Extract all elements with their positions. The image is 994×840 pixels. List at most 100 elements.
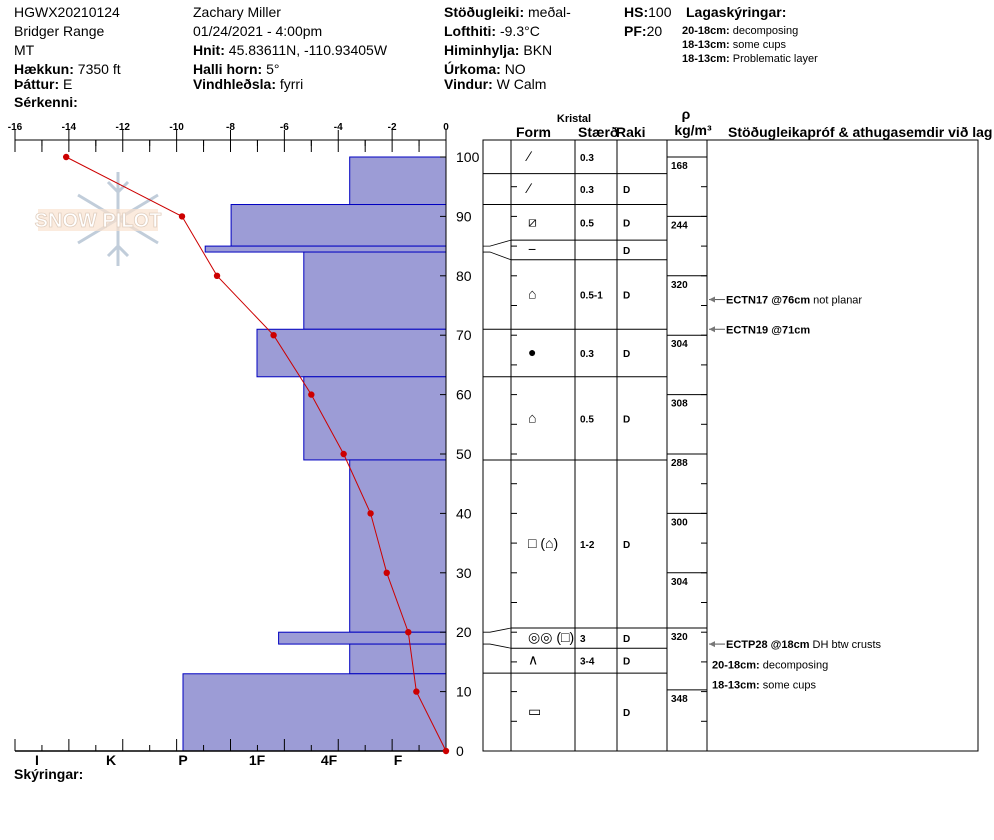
crystal-form: − bbox=[528, 241, 536, 257]
stability-comment: ECTN17 @76cm not planar bbox=[726, 295, 862, 307]
density-value: 288 bbox=[671, 458, 688, 469]
pf-value: 20 bbox=[647, 23, 663, 39]
hardness-bar bbox=[230, 204, 447, 247]
snowflake-icon bbox=[77, 172, 159, 266]
wind: Vindur: W Calm bbox=[444, 76, 546, 92]
moisture: D bbox=[623, 246, 630, 257]
comment-text: some cups bbox=[760, 679, 817, 691]
precip: Úrkoma: NO bbox=[444, 60, 526, 77]
hardness-bar bbox=[278, 631, 447, 645]
depth-tick-label: 70 bbox=[456, 327, 472, 343]
features-label: Sérkenni: bbox=[14, 94, 78, 110]
density-value: 308 bbox=[671, 399, 688, 410]
comment-test: ECTN19 @71cm bbox=[726, 324, 810, 336]
header-moisture: Raki bbox=[616, 124, 646, 140]
layer-note: 18-13cm: Problematic layer bbox=[682, 53, 818, 65]
aspect: Þáttur: E bbox=[14, 76, 72, 92]
hardness-tick-label: 1F bbox=[249, 752, 266, 768]
hardness-bar bbox=[182, 673, 447, 752]
sky-value: BKN bbox=[523, 42, 552, 58]
temperature-point bbox=[405, 629, 412, 636]
temperature-point bbox=[213, 272, 221, 279]
legend-label: Skýringar: bbox=[14, 766, 83, 782]
wind-loading-label: Vindhleðsla: bbox=[193, 76, 276, 92]
hardness-bar bbox=[349, 156, 447, 206]
crystal-form: ∕ bbox=[525, 148, 533, 164]
temperature-point bbox=[178, 213, 186, 220]
comment-test: 18-13cm: bbox=[712, 679, 760, 691]
depth-tick-label: 40 bbox=[456, 505, 472, 521]
temp-tick-label: -6 bbox=[280, 122, 289, 133]
temperature-point bbox=[383, 569, 390, 576]
hardness-bar bbox=[256, 328, 447, 378]
layer-note-text: some cups bbox=[730, 39, 787, 51]
profile-id: HGWX20210124 bbox=[14, 4, 120, 20]
hardness-bar bbox=[349, 643, 447, 675]
crystal-form: ⧄ bbox=[528, 213, 537, 229]
depth-tick-label: 100 bbox=[456, 149, 480, 165]
elevation-value: 7350 ft bbox=[78, 61, 121, 77]
temp-tick-label: -12 bbox=[116, 122, 131, 133]
depth-tick-label: 30 bbox=[456, 565, 472, 581]
layer-note-range: 18-13cm: bbox=[682, 39, 730, 51]
slope-label: Halli horn: bbox=[193, 61, 262, 77]
layer-connector bbox=[483, 643, 512, 649]
crystal-size: 0.3 bbox=[580, 349, 594, 360]
layer-connector bbox=[483, 627, 512, 633]
temperature-point bbox=[270, 332, 277, 339]
density-value: 168 bbox=[671, 161, 688, 172]
crystal-form: □ (⌂) bbox=[528, 535, 558, 551]
moisture: D bbox=[623, 218, 630, 229]
hardness-tick-label: F bbox=[394, 752, 403, 768]
temp-tick-label: -10 bbox=[169, 122, 184, 133]
crystal-size: 0.5 bbox=[580, 218, 594, 229]
depth-tick-label: 60 bbox=[456, 387, 472, 403]
slope-value: 5° bbox=[266, 61, 279, 77]
header-size: Stærð bbox=[578, 124, 618, 140]
stability-comment: ECTP28 @18cm DH btw crusts bbox=[726, 639, 882, 651]
density-value: 244 bbox=[671, 220, 688, 231]
crystal-size: 3 bbox=[580, 634, 586, 645]
coords-label: Hnit: bbox=[193, 42, 225, 58]
hs-label: HS: bbox=[624, 4, 648, 20]
header-density-unit: kg/m³ bbox=[674, 122, 712, 138]
coordinates: Hnit: 45.83611N, -110.93405W bbox=[193, 42, 388, 58]
layer-connector bbox=[483, 251, 512, 261]
temperature-point bbox=[62, 153, 70, 161]
density-value: 348 bbox=[671, 694, 688, 705]
hs-value: 100 bbox=[648, 4, 672, 20]
temperature-point bbox=[413, 688, 420, 695]
temp-tick-label: 0 bbox=[443, 122, 449, 133]
wind-value: W Calm bbox=[497, 76, 547, 92]
moisture: D bbox=[623, 634, 630, 645]
hardness-bar bbox=[303, 251, 447, 330]
hardness-tick-label: K bbox=[106, 752, 116, 768]
depth-tick-label: 0 bbox=[456, 743, 464, 759]
sky-label: Himinhylja: bbox=[444, 42, 519, 58]
elevation: Hækkun: 7350 ft bbox=[14, 61, 121, 77]
snowpilot-logo: SNOW PILOT bbox=[34, 172, 162, 266]
elevation-label: Hækkun: bbox=[14, 61, 74, 77]
crystal-form: ◎◎ (□) bbox=[528, 629, 574, 645]
location: Bridger Range bbox=[14, 23, 104, 39]
wind-loading-value: fyrri bbox=[280, 76, 303, 92]
layer-note-range: 20-18cm: bbox=[682, 25, 730, 37]
datetime: 01/24/2021 - 4:00pm bbox=[193, 23, 322, 39]
arrow-head-icon bbox=[709, 641, 715, 648]
crystal-size: 0.5-1 bbox=[580, 291, 603, 302]
crystal-size: 0.3 bbox=[580, 185, 594, 196]
density-value: 320 bbox=[671, 632, 688, 643]
density-value: 304 bbox=[671, 577, 688, 588]
moisture: D bbox=[623, 349, 630, 360]
aspect-value: E bbox=[63, 76, 72, 92]
temp-tick-label: -2 bbox=[388, 122, 397, 133]
aspect-label: Þáttur: bbox=[14, 76, 59, 92]
layer-note-range: 18-13cm: bbox=[682, 53, 730, 65]
temp-tick-label: -14 bbox=[62, 122, 77, 133]
air-temp-label: Lofthiti: bbox=[444, 23, 496, 39]
hardness-bar bbox=[204, 245, 447, 253]
layer-note-text: Problematic layer bbox=[730, 53, 818, 65]
